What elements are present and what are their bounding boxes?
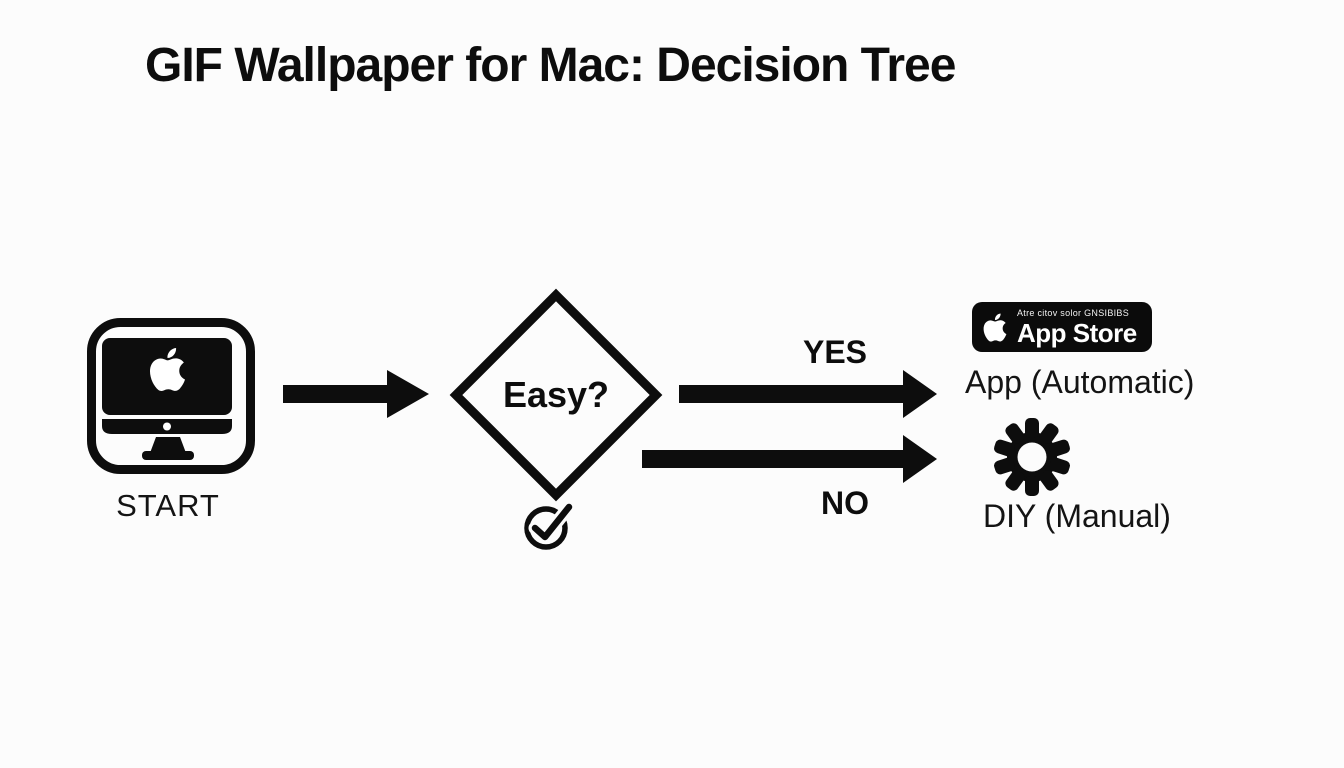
decision-question-label: Easy? [502, 374, 610, 415]
app-store-badge: Atre citov solor GNSIBIBS App Store [972, 302, 1152, 352]
yes-arrow-icon [679, 370, 937, 418]
imac-apple-icon [87, 318, 255, 474]
apple-icon [983, 313, 1007, 341]
no-outcome-label: DIY (Manual) [983, 498, 1171, 534]
no-arrow-icon [642, 435, 937, 483]
page-title: GIF Wallpaper for Mac: Decision Tree [145, 39, 956, 92]
decision-diamond [449, 288, 663, 502]
check-circle-icon [524, 500, 576, 550]
apple-logo-icon [149, 348, 186, 391]
badge-small-text: Atre citov solor GNSIBIBS [1017, 307, 1130, 318]
start-to-decision-arrow-icon [283, 370, 429, 418]
yes-branch-label: YES [802, 334, 868, 370]
no-branch-label: NO [821, 485, 869, 521]
start-node-label: START [116, 488, 220, 523]
badge-main-text: App Store [1017, 317, 1137, 348]
app-store-badge-text: Atre citov solor GNSIBIBS App Store [1017, 307, 1137, 348]
yes-outcome-label: App (Automatic) [965, 364, 1195, 400]
gear-icon [994, 418, 1070, 496]
